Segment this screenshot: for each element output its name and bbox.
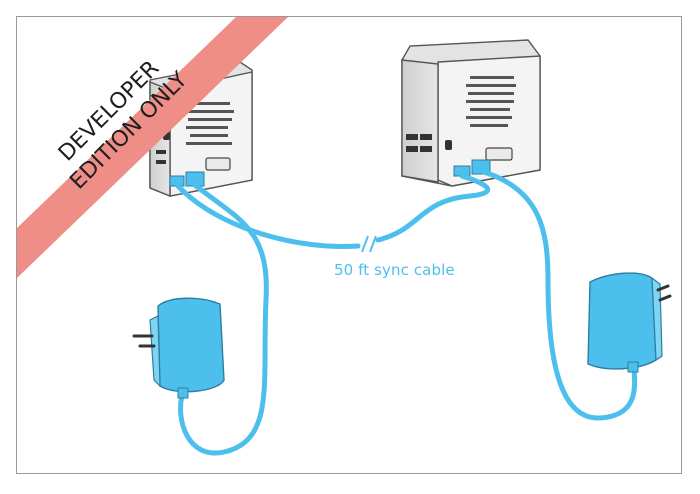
sync-cable-right <box>375 173 491 243</box>
developer-edition-banner-band <box>17 17 288 278</box>
left-power-cable <box>178 183 269 456</box>
right-power-cable <box>481 169 638 421</box>
right-device <box>401 39 541 187</box>
sync-cable-label: 50 ft sync cable <box>334 261 455 279</box>
cables <box>175 169 638 456</box>
left-power-adapter <box>132 297 225 399</box>
sync-cable-left <box>175 183 361 249</box>
cable-break-mark <box>361 235 377 253</box>
right-power-adapter <box>587 272 672 373</box>
